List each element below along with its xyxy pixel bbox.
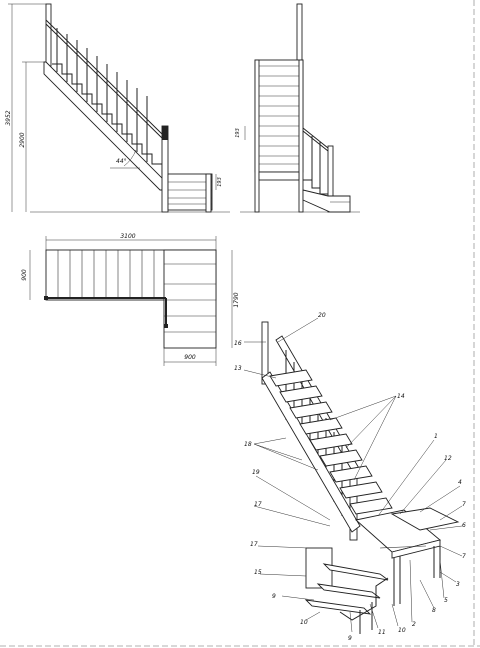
callout-9a: 9 [272,593,276,600]
callout-18: 18 [244,441,252,448]
dim-plan-length: 3100 [120,233,135,240]
callout-20: 20 [318,312,326,319]
callout-7a: 7 [462,501,466,508]
callout-17b: 17 [250,541,258,548]
callout-2: 2 [412,621,416,628]
callout-10a: 10 [300,619,308,626]
plan-view: 3100 900 1790 900 [21,233,240,366]
dim-total-height: 3952 [5,110,12,125]
dim-floor-height: 2900 [19,132,26,147]
callout-1: 1 [434,433,438,440]
callout-5: 5 [444,597,448,604]
isometric-view: 20 16 13 14 18 1 12 4 19 17 7 6 17 15 7 … [234,312,466,642]
callout-4: 4 [458,479,462,486]
dim-plan-width-bottom: 900 [184,354,196,361]
dim-plan-width-top: 900 [21,269,28,281]
callout-9b: 9 [348,635,352,642]
callout-7b: 7 [462,553,466,560]
callout-12: 12 [444,455,452,462]
callout-19: 19 [252,469,260,476]
callout-8: 8 [432,607,436,614]
callout-3: 3 [456,581,460,588]
callout-6: 6 [462,522,466,529]
callout-11: 11 [378,629,386,636]
callout-16: 16 [234,340,242,347]
front-elevation-view: 193 [235,3,360,213]
callout-17a: 17 [254,501,262,508]
dim-plan-depth: 1790 [233,292,240,307]
side-elevation-view: 3952 2900 44° 193 [5,3,230,213]
callout-14: 14 [397,393,405,400]
dim-riser-side: 193 [217,177,223,187]
dim-angle: 44° [116,158,127,165]
callout-10b: 10 [398,627,406,634]
dim-riser-front: 193 [235,128,241,138]
callout-13: 13 [234,365,242,372]
callout-15: 15 [254,569,262,576]
